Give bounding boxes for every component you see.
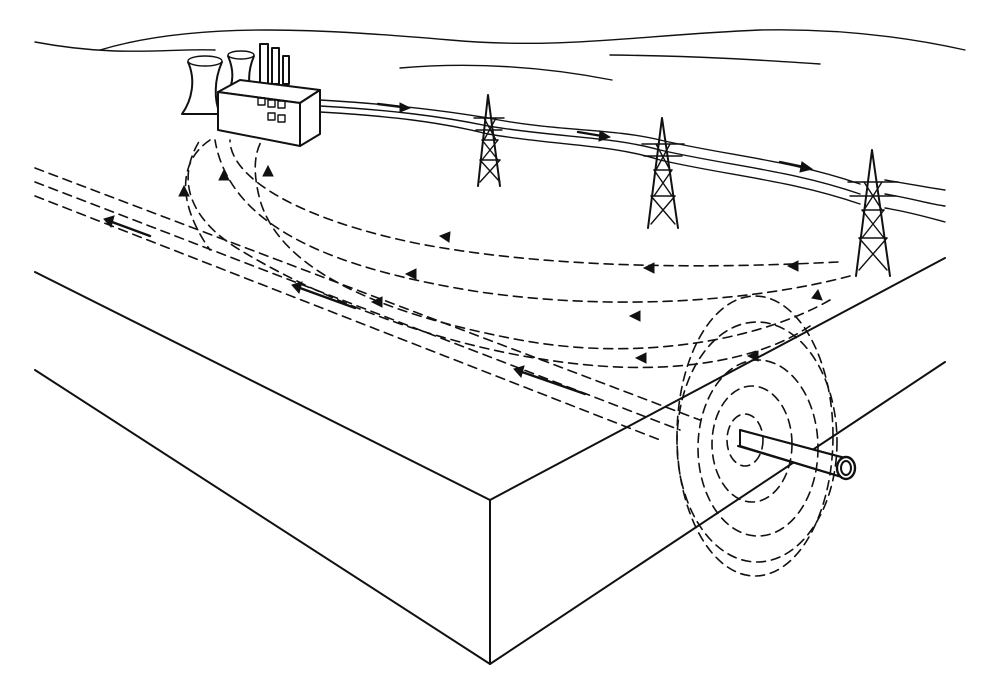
chimneys — [260, 44, 289, 84]
stray-current-paths — [35, 140, 850, 440]
arrow-up-icon — [263, 166, 273, 176]
arrow-left-icon — [440, 232, 450, 242]
arrow-left-icon — [104, 216, 150, 236]
arrow-right-icon — [780, 162, 812, 172]
arrow-left-icon — [788, 261, 798, 271]
power-lines — [320, 100, 945, 222]
arrow-left-icon — [630, 311, 640, 321]
arrow-left-icon — [644, 263, 654, 273]
arrow-down-left-icon — [812, 290, 822, 300]
transmission-tower — [848, 150, 898, 276]
arrow-left-icon — [636, 353, 646, 363]
line-current-arrows — [378, 103, 812, 172]
background-hills — [35, 30, 965, 80]
transmission-tower — [474, 95, 504, 186]
arrow-up-icon — [179, 186, 189, 196]
power-plant — [182, 44, 320, 146]
buried-pipeline — [738, 430, 855, 479]
arrow-left-icon — [372, 297, 382, 307]
arrow-left-icon — [406, 269, 416, 279]
transmission-tower — [642, 118, 684, 228]
